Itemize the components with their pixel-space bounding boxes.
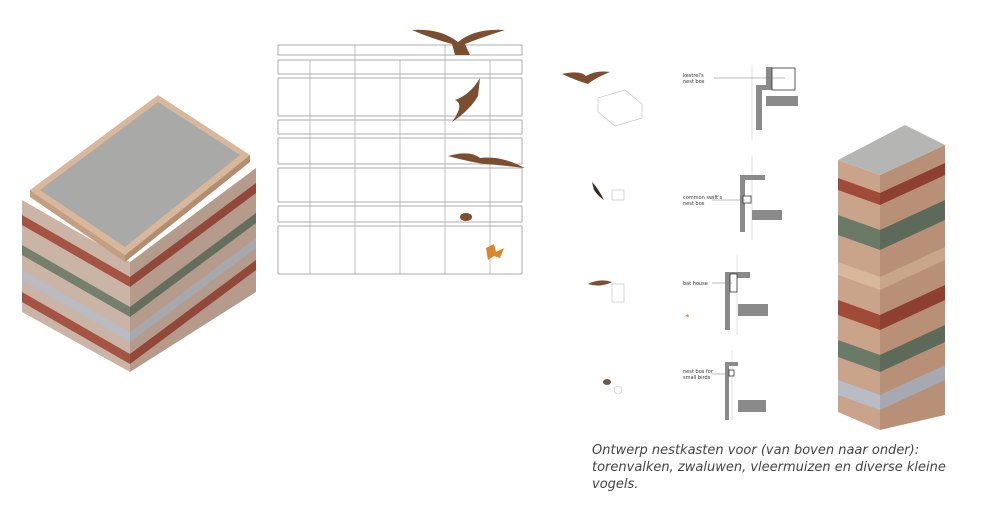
bird-illustrations (412, 29, 525, 260)
kestrel-icon (412, 29, 505, 55)
label-swift-nest-box: common swift's nest box (683, 195, 723, 207)
bat-icon (448, 153, 525, 168)
isometric-building (22, 95, 256, 372)
section-swift (712, 155, 782, 240)
section-bat (712, 255, 768, 335)
isometric-tower (838, 125, 945, 430)
butterfly-icon (486, 244, 504, 260)
section-kestrel (714, 65, 798, 140)
swift-icon (452, 78, 480, 122)
label-kestrel-nest-box: kestrel's nest box (683, 73, 705, 85)
label-bat-house: bat house (683, 281, 708, 287)
facade-elevation (277, 44, 523, 275)
nest-box-column (562, 71, 689, 395)
wall-sections (712, 65, 798, 420)
caption: Ontwerp nestkasten voor (van boven naar … (592, 443, 946, 492)
label-small-birds-nest-box: nest box for small birds (683, 369, 713, 381)
sparrow-icon (460, 213, 472, 221)
section-small-birds (712, 350, 766, 420)
